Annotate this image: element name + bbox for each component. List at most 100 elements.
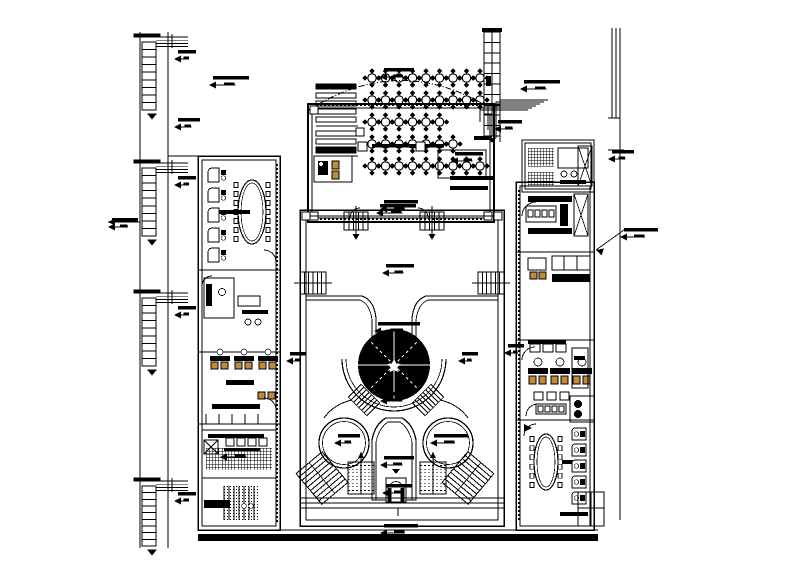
table-chair [484, 97, 490, 103]
table-chair [429, 97, 436, 103]
table-chair [382, 156, 389, 162]
east-glazing-dot [518, 270, 520, 272]
east-counter-top [528, 196, 572, 202]
east-lower-fixture [551, 405, 558, 413]
west-glazing-dot [276, 312, 278, 314]
dot [251, 513, 252, 514]
wall-course-dot [332, 104, 334, 106]
west-booth-4 [207, 227, 227, 243]
east-glazing-dot [518, 318, 520, 320]
west-glazing-dot [276, 316, 278, 318]
east-glazing-dot [518, 454, 520, 456]
workstation-chair [258, 361, 267, 370]
grid-stair-module-2 [133, 159, 188, 246]
dot [236, 516, 237, 517]
wall-course-dot [328, 218, 330, 220]
table-chair [389, 97, 395, 103]
ramp-run [495, 101, 544, 138]
fixture-chair [331, 160, 340, 170]
east-locker [533, 391, 544, 401]
dot [230, 516, 231, 517]
dot [230, 513, 231, 514]
dot [251, 489, 252, 490]
dot [257, 495, 258, 496]
dot [248, 495, 249, 496]
wall-course-dot [432, 218, 434, 220]
dot [242, 510, 243, 511]
west-glazing-dot [276, 388, 278, 390]
dot [242, 486, 243, 487]
table-chair [369, 126, 375, 132]
west-glazing-dot [276, 168, 278, 170]
annotation-text-bar [384, 456, 414, 460]
west-glazing-dot [276, 412, 278, 414]
wall-course-dot [416, 218, 418, 220]
east-glazing-dot [518, 278, 520, 280]
table-chair [423, 112, 429, 118]
dot [257, 492, 258, 493]
ramp-foot-bar [474, 136, 492, 140]
table-chair [423, 68, 429, 74]
east-conference-table-inner [536, 436, 556, 488]
east-glazing-dot [518, 326, 520, 328]
west-booth-1 [207, 167, 227, 183]
workstation-chair [582, 375, 591, 385]
annot-west-strip-mid [174, 118, 200, 131]
rotunda-outer-ring [341, 358, 447, 412]
ramp-runs [474, 99, 548, 142]
table-chair [409, 148, 416, 154]
dot [245, 495, 246, 496]
west-glazing-dot [276, 516, 278, 518]
annotation-arrow [380, 397, 387, 405]
annotation-subtext-bar [183, 56, 189, 59]
table-chair [409, 90, 416, 96]
rotunda-spokes [358, 330, 430, 400]
dot [230, 510, 231, 511]
booth-chair [220, 255, 227, 261]
stair-outline [141, 297, 157, 367]
east-door-swing [521, 346, 536, 361]
hall-column [309, 105, 319, 115]
booth-chair [573, 463, 580, 469]
wall-course-dot [444, 218, 446, 220]
dot [239, 510, 240, 511]
east-round-fixture [574, 400, 582, 408]
east-office-fixture [548, 209, 555, 218]
dot [248, 501, 249, 502]
wall-course-dot [332, 218, 334, 220]
wall-course-dot [376, 218, 378, 220]
annot-grid-tick-2 [174, 176, 196, 189]
east-glazing-dot [518, 518, 520, 520]
workstation-chair [560, 375, 569, 385]
annotation-subtext-bar [393, 74, 402, 77]
east-glazing-dot [518, 486, 520, 488]
wall-course-dot [380, 218, 382, 220]
annotation-arrow [380, 73, 387, 81]
workstation-chair [268, 361, 277, 370]
table-chair [436, 68, 443, 74]
annotation-text-bar [178, 306, 196, 310]
wall-course-dot [372, 104, 374, 106]
service-room [313, 155, 353, 183]
east-glazing-dot [518, 362, 520, 364]
grid-stair-run [141, 297, 157, 367]
west-glazing-dot [276, 432, 278, 434]
east-counter-bottom [528, 228, 572, 234]
east-glazing-dot [518, 298, 520, 300]
west-door-swing [263, 397, 277, 411]
east-conference-table [533, 433, 559, 491]
stair-arrow [428, 234, 436, 240]
west-glazing-dot [276, 296, 278, 298]
annot-east-mid [458, 352, 478, 365]
table-chair [477, 104, 483, 110]
annot-courtyard-mid [382, 264, 414, 277]
east-glazing-dot [518, 222, 520, 224]
east-glazing-dot [518, 478, 520, 480]
table-top [448, 139, 458, 149]
table-chair [382, 104, 389, 110]
booth-desk [221, 170, 226, 175]
table-chair [423, 156, 429, 162]
table-chair [369, 170, 375, 176]
chamber-connector-stair-2 [411, 383, 445, 417]
table-chair [450, 104, 456, 110]
